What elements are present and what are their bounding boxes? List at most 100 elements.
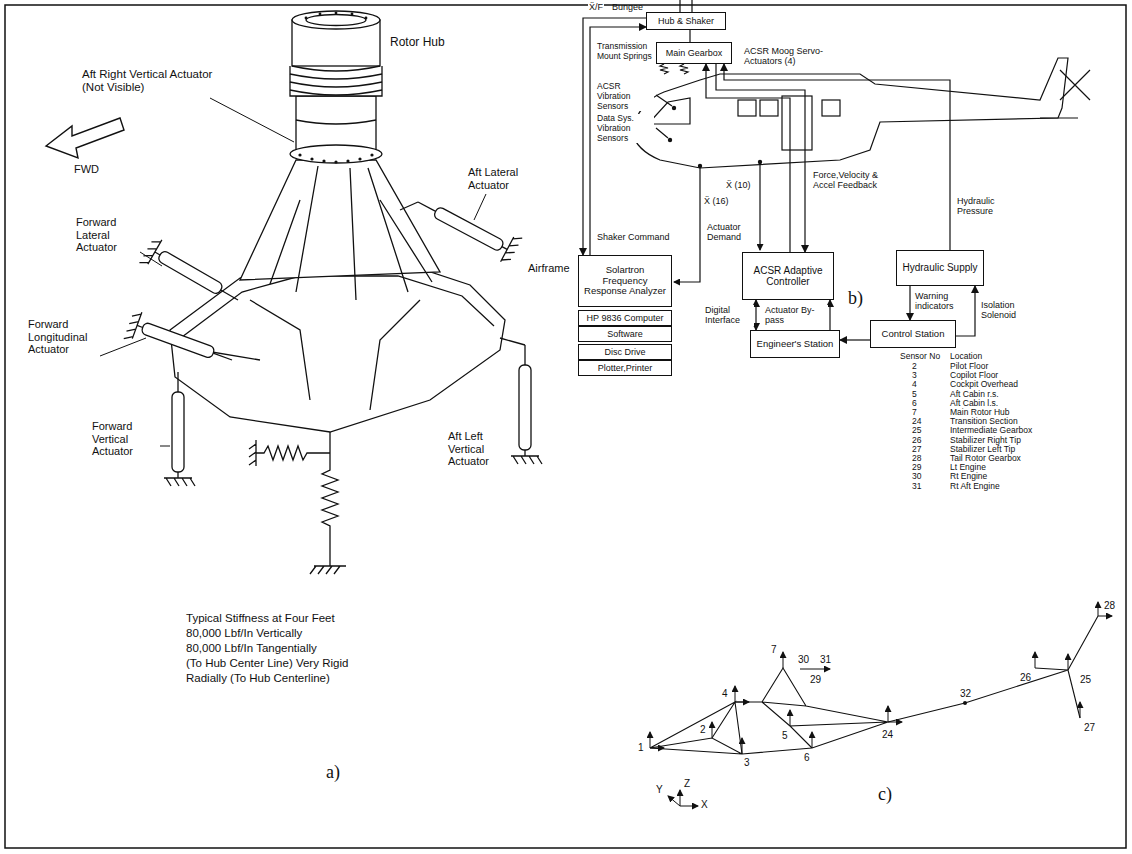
panel-letter: b) <box>848 288 863 309</box>
gearbox-drawing <box>292 11 380 29</box>
sensor-axis-arrow <box>888 706 889 722</box>
connector-label: Warning indicators <box>914 291 966 312</box>
signal-line <box>759 162 760 250</box>
block-box: HP 9836 Computer <box>578 310 672 326</box>
point-dot <box>963 701 967 705</box>
part-label: Data Sys. Vibration Sensors <box>596 114 654 143</box>
forward-arrow <box>46 118 124 158</box>
axis-label: Z <box>684 778 690 790</box>
helicopter-outline <box>648 98 690 124</box>
wireframe-model <box>650 616 1098 754</box>
block-box: Main Gearbox <box>656 42 732 64</box>
actuator-symbol <box>418 202 436 211</box>
gearbox-drawing <box>200 300 420 410</box>
part-label: Rotor Hub <box>390 36 445 50</box>
connector-label: Hydraulic Pressure <box>956 196 1018 217</box>
callout-number: 29 <box>810 674 821 686</box>
actuator-symbol <box>500 338 525 345</box>
part-label: Forward Vertical Actuator <box>92 420 164 458</box>
axis-label: Y <box>656 784 663 796</box>
sensor-axis-arrow <box>1098 616 1112 617</box>
block-box: Control Station <box>870 320 956 348</box>
helicopter-outline <box>822 100 840 116</box>
part-label: Aft Lateral Actuator <box>468 166 548 191</box>
sensor-axis-arrow <box>783 652 784 668</box>
actuator-symbol <box>124 310 237 376</box>
gearbox-drawing <box>178 276 494 340</box>
actuator-symbol <box>495 232 522 266</box>
box-text: Hub & Shaker <box>658 16 714 26</box>
connector-label: Actuator By-pass <box>764 305 828 326</box>
helicopter-outline <box>782 96 812 150</box>
callout-number: 7 <box>771 644 777 656</box>
gearbox-drawing <box>240 160 440 280</box>
actuator-symbol <box>157 250 224 295</box>
table-cell: Rt Aft Engine <box>950 482 1000 492</box>
part-label: Forward Longitudinal Actuator <box>28 318 118 356</box>
callout-number: 30 <box>798 654 809 666</box>
bolt-ring <box>298 12 373 164</box>
leader-line <box>100 338 146 356</box>
note-text: Radially (To Hub Centerline) <box>186 672 330 685</box>
bolt-ring <box>319 13 322 16</box>
connector-label: Shaker Command <box>596 232 671 242</box>
sensor-dot <box>668 138 672 142</box>
figure-frame <box>5 5 1126 848</box>
actuator-symbol <box>411 187 522 266</box>
part-label: Aft Left Vertical Actuator <box>448 430 516 468</box>
callout-number: 32 <box>960 688 971 700</box>
bolt-ring <box>335 12 338 15</box>
part-label: ACSR Moog Servo-Actuators (4) <box>744 46 834 67</box>
sensor-axis-arrow <box>650 748 664 749</box>
bolt-ring <box>351 13 354 16</box>
bolt-ring <box>346 159 349 162</box>
sensor-axis-arrow <box>1080 702 1081 718</box>
sensor-axis-arrow <box>712 722 713 738</box>
table-header: Sensor No <box>900 352 940 362</box>
callout-number: 1 <box>638 742 644 754</box>
box-text: Software <box>607 329 643 339</box>
callout-number: 27 <box>1084 722 1095 734</box>
box-text: ACSR Adaptive Controller <box>746 265 830 288</box>
part-label: ACSR Vibration Sensors <box>596 82 654 111</box>
helicopter-outline <box>656 95 672 138</box>
actuator-symbol <box>164 472 195 486</box>
connector-label: Force,Velocity & Accel Feedback <box>812 170 892 191</box>
spring-symbol <box>249 440 330 466</box>
sensor-axis-arrow <box>735 702 749 703</box>
box-text: Disc Drive <box>604 347 645 357</box>
box-text: Solartron Frequency Response Analyzer <box>582 265 668 298</box>
sensor-axis-arrow <box>668 796 680 806</box>
block-box: Plotter,Printer <box>578 360 672 376</box>
sensor-axis-arrow <box>888 722 902 723</box>
sensor-dot <box>698 164 702 168</box>
gearbox-drawing <box>290 66 382 96</box>
actuator-symbol <box>141 322 216 359</box>
actuator-symbol <box>139 236 245 315</box>
actuator-symbol <box>172 392 184 472</box>
bolt-ring <box>298 153 301 156</box>
helicopter-outline <box>760 100 778 116</box>
table-cell: 31 <box>912 482 921 492</box>
part-label: Bungee <box>612 2 643 12</box>
sensor-axis-arrow <box>650 732 651 748</box>
gearbox-drawing <box>270 166 432 300</box>
note-text: 80,000 Lbf/In Tangentially <box>186 642 317 655</box>
part-label: Aft Right Vertical Actuator (Not Visible… <box>82 68 227 94</box>
block-box: Solartron Frequency Response Analyzer <box>578 255 672 307</box>
sensor-axis-arrow <box>812 732 813 748</box>
actuator-symbol <box>164 372 195 486</box>
box-text: Control Station <box>882 329 945 340</box>
block-box: Disc Drive <box>578 344 672 360</box>
gearbox-drawing <box>170 11 505 432</box>
callout-number: 28 <box>1104 600 1115 612</box>
spring-symbol <box>310 432 346 574</box>
sensor-axis-arrow <box>735 686 736 702</box>
note-text: Typical Stiffness at Four Feet <box>186 612 335 625</box>
actuator-symbol <box>433 206 505 252</box>
wireframe-model <box>650 616 1098 754</box>
actuator-symbol <box>511 345 542 464</box>
signal-connector <box>724 64 950 250</box>
callout-number: 6 <box>804 752 810 764</box>
